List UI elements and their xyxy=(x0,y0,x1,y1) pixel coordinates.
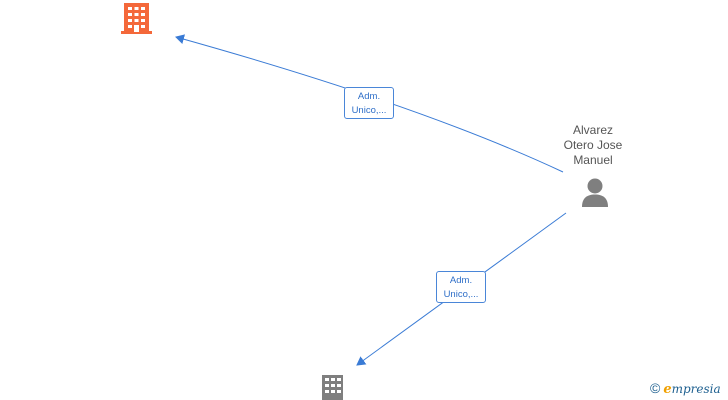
edge-label-line: Unico,... xyxy=(443,289,479,300)
edge-label-top[interactable]: Adm. Unico,... xyxy=(344,87,394,119)
person-name-line: Otero Jose xyxy=(563,138,623,152)
brand-name: mpresia xyxy=(671,382,721,396)
edge-line-top xyxy=(175,34,564,173)
edge-label-bottom[interactable]: Adm. Unico,... xyxy=(436,271,486,303)
person-icon[interactable] xyxy=(582,178,608,208)
person-name-line: Alvarez xyxy=(572,123,613,137)
building-icon[interactable] xyxy=(121,3,152,34)
brand-initial: e xyxy=(663,382,672,397)
person-name-label[interactable]: Alvarez Otero Jose Manuel xyxy=(548,123,638,168)
edge-label-line: Adm. xyxy=(449,275,473,286)
empresia-watermark[interactable]: ©empresia xyxy=(650,380,721,397)
copyright-icon: © xyxy=(650,380,661,396)
edge-label-line: Adm. xyxy=(357,91,381,102)
building-icon[interactable] xyxy=(322,375,343,400)
edge-label-line: Unico,... xyxy=(351,105,387,116)
person-name-line: Manuel xyxy=(573,153,613,167)
